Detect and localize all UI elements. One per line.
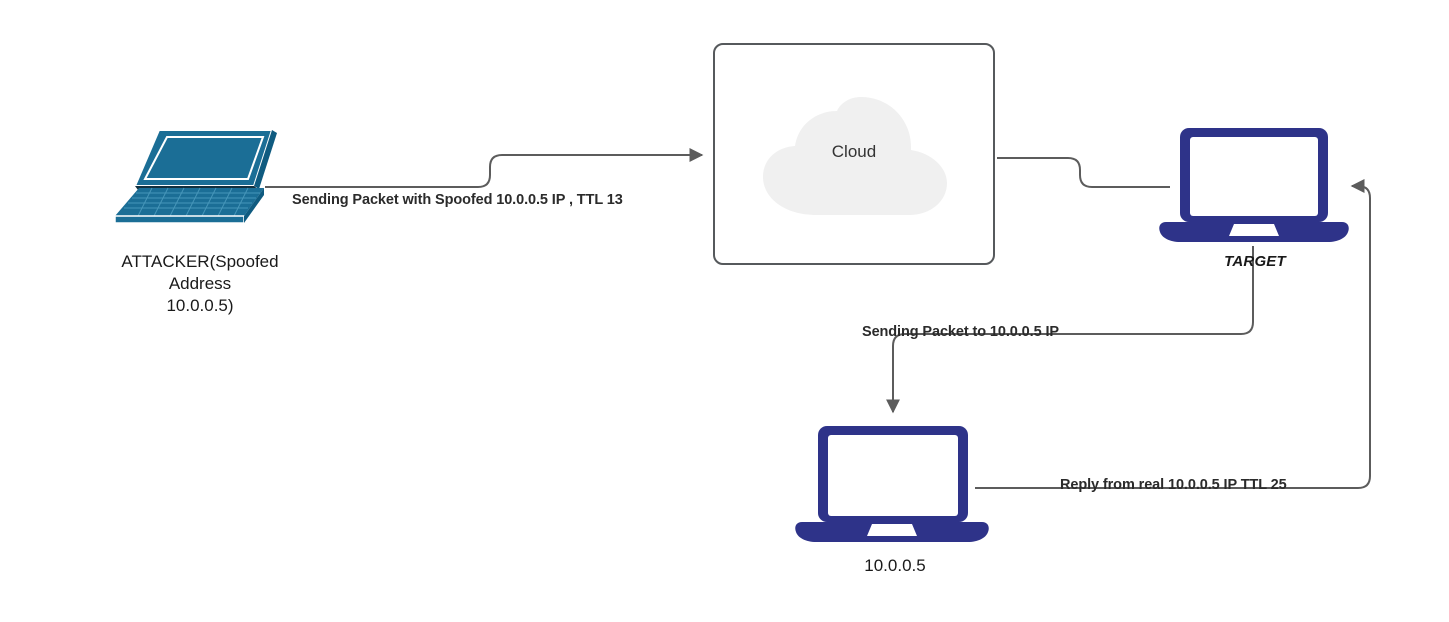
edge-label-attacker-to-cloud: Sending Packet with Spoofed 10.0.0.5 IP … [292,192,623,208]
target-label: TARGET [1224,253,1286,270]
laptop-isometric-icon [114,129,277,224]
node-target[interactable] [1158,126,1350,246]
edge-label-victim-to-target: Reply from real 10.0.0.5 IP TTL 25 [1060,477,1287,493]
node-attacker[interactable] [112,124,277,224]
edge-attacker-to-cloud [265,148,704,188]
laptop-icon [795,426,989,542]
cloud-icon [755,97,955,215]
edge-label-target-to-victim: Sending Packet to 10.0.0.5 IP [862,324,1059,340]
node-victim[interactable] [794,424,990,546]
cloud-label: Cloud [831,142,877,161]
laptop-icon [1159,128,1349,242]
edge-victim-to-target [975,179,1371,489]
edge-cloud-to-target [997,157,1170,188]
attacker-label: ATTACKER(Spoofed Address 10.0.0.5) [121,252,279,315]
victim-label: 10.0.0.5 [864,556,926,575]
edge-target-to-victim [886,246,1254,414]
